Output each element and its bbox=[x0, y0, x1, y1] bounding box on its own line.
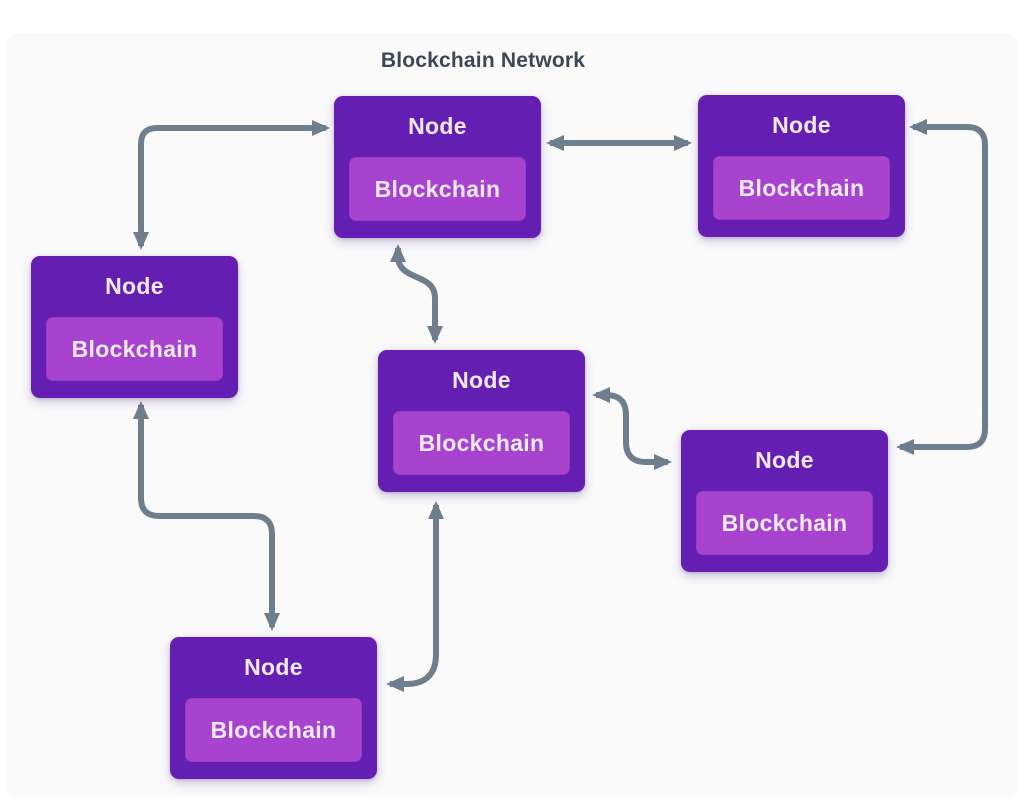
blockchain-chip: Blockchain bbox=[696, 491, 873, 555]
diagram-title: Blockchain Network bbox=[380, 49, 586, 72]
node-title: Node bbox=[772, 112, 831, 138]
edge-center-to-bottom-right bbox=[592, 387, 672, 470]
edge-top-center-to-center bbox=[390, 244, 443, 344]
node-bottom: Node Blockchain bbox=[170, 637, 377, 779]
node-top-right: Node Blockchain bbox=[698, 95, 905, 237]
edge-left-to-bottom bbox=[133, 401, 280, 631]
blockchain-chip: Blockchain bbox=[393, 411, 570, 475]
blockchain-chip: Blockchain bbox=[349, 157, 526, 221]
node-title: Node bbox=[408, 113, 467, 139]
node-title: Node bbox=[105, 273, 164, 299]
edge-center-to-bottom bbox=[386, 501, 444, 692]
node-top-center: Node Blockchain bbox=[334, 96, 541, 238]
blockchain-chip: Blockchain bbox=[713, 156, 890, 220]
node-title: Node bbox=[452, 367, 511, 393]
node-bottom-right: Node Blockchain bbox=[681, 430, 888, 572]
node-center: Node Blockchain bbox=[378, 350, 585, 492]
node-left: Node Blockchain bbox=[31, 256, 238, 398]
edge-top-right-to-bottom-right bbox=[896, 119, 988, 455]
node-title: Node bbox=[244, 654, 303, 680]
blockchain-chip: Blockchain bbox=[46, 317, 223, 381]
blockchain-chip: Blockchain bbox=[185, 698, 362, 762]
node-title: Node bbox=[755, 447, 814, 473]
edge-left-to-top-center bbox=[133, 120, 330, 250]
